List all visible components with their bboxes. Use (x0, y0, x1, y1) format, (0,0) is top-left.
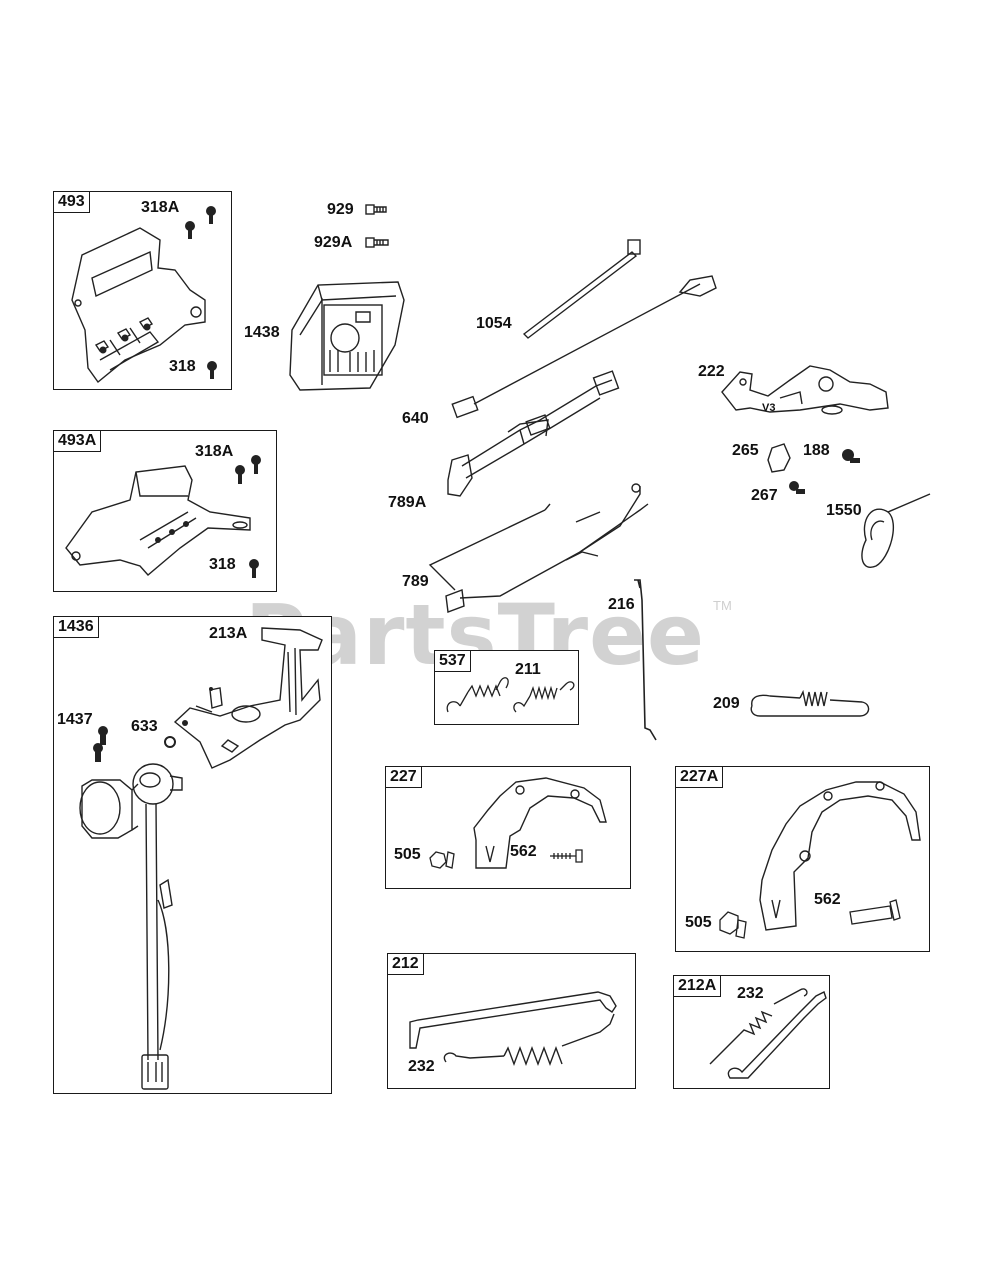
box-1436-tag: 1436 (53, 616, 99, 638)
box-493a-tag: 493A (53, 430, 102, 452)
box-1436: 1436 (53, 616, 332, 1094)
label-232: 232 (737, 985, 764, 1002)
label-1437: 1437 (57, 711, 93, 728)
label-318: 318 (169, 358, 196, 375)
label-789a: 789A (388, 494, 427, 511)
label-318: 318 (209, 556, 236, 573)
label-232: 232 (408, 1058, 435, 1075)
label-562: 562 (814, 891, 841, 908)
label-789: 789 (402, 573, 429, 590)
label-1550: 1550 (826, 502, 862, 519)
box-537-tag: 537 (434, 650, 471, 672)
box-227-tag: 227 (385, 766, 422, 788)
box-493-tag: 493 (53, 191, 90, 213)
label-640: 640 (402, 410, 429, 427)
label-267: 267 (751, 487, 778, 504)
label-265: 265 (732, 442, 759, 459)
box-493a: 493A (53, 430, 277, 592)
trademark-mark: TM (713, 598, 732, 613)
label-505: 505 (394, 846, 421, 863)
label-318a: 318A (141, 199, 180, 216)
box-227: 227 (385, 766, 631, 889)
box-212a: 212A (673, 975, 830, 1089)
label-1054: 1054 (476, 315, 512, 332)
label-209: 209 (713, 695, 740, 712)
label-v3: V3 (762, 402, 776, 414)
label-216: 216 (608, 596, 635, 613)
label-188: 188 (803, 442, 830, 459)
label-1438: 1438 (244, 324, 280, 341)
label-929: 929 (327, 201, 354, 218)
box-212a-tag: 212A (673, 975, 722, 997)
label-633: 633 (131, 718, 158, 735)
label-562: 562 (510, 843, 537, 860)
label-318a: 318A (195, 443, 234, 460)
box-493: 493 (53, 191, 232, 390)
box-212-tag: 212 (387, 953, 424, 975)
box-227a: 227A (675, 766, 930, 952)
label-211: 211 (515, 661, 541, 678)
box-212: 212 (387, 953, 636, 1089)
label-222: 222 (698, 363, 725, 380)
label-929a: 929A (314, 234, 353, 251)
label-505: 505 (685, 914, 712, 931)
label-213a: 213A (209, 625, 248, 642)
box-227a-tag: 227A (675, 766, 724, 788)
